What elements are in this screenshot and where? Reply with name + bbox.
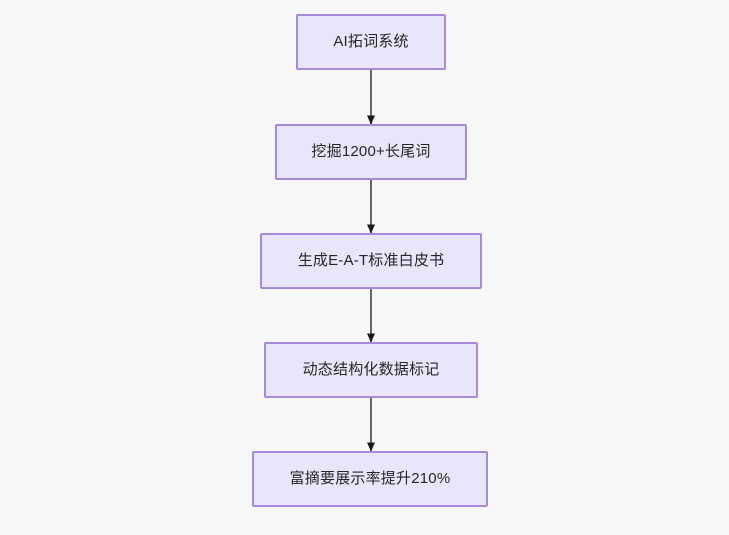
flow-node-generate-eat-whitepaper[interactable]: 生成E-A-T标准白皮书 (260, 233, 482, 289)
flow-node-ai-keyword-system[interactable]: AI拓词系统 (296, 14, 446, 70)
flow-node-dynamic-structured-data-markup[interactable]: 动态结构化数据标记 (264, 342, 478, 398)
flow-node-label: 富摘要展示率提升210% (289, 470, 451, 487)
flow-node-label: 挖掘1200+长尾词 (311, 143, 431, 160)
flow-node-label: AI拓词系统 (333, 33, 409, 50)
flow-node-label: 生成E-A-T标准白皮书 (297, 252, 445, 269)
flow-node-rich-snippet-rate-increase[interactable]: 富摘要展示率提升210% (252, 451, 488, 507)
flow-node-label: 动态结构化数据标记 (302, 361, 440, 378)
flow-node-mine-longtail-keywords[interactable]: 挖掘1200+长尾词 (275, 124, 467, 180)
